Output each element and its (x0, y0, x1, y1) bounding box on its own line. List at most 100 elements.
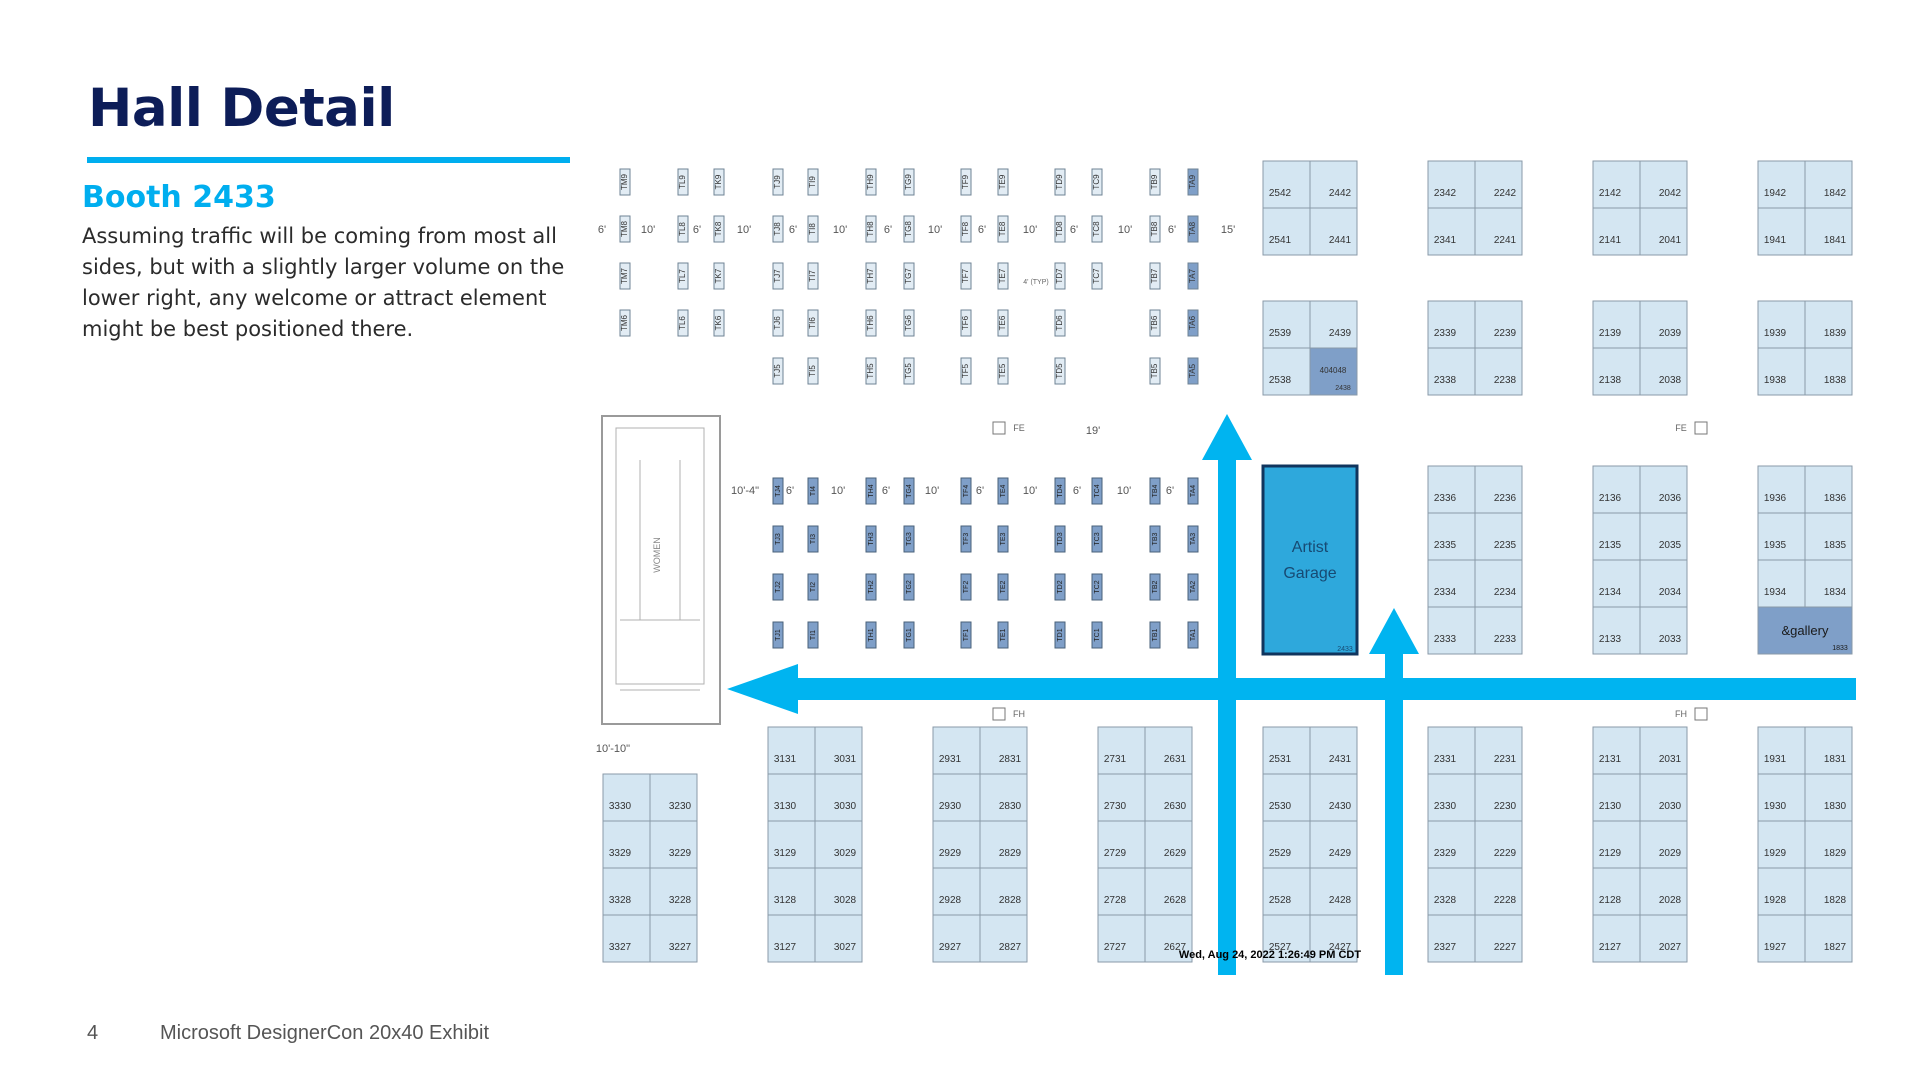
small-booth-label: TF8 (961, 221, 970, 236)
small-booth-label: TF2 (963, 581, 970, 594)
small-booth (903, 525, 915, 553)
booth-cell (1427, 606, 1476, 655)
booth-number: 1835 (1824, 540, 1847, 551)
booth-number: 1934 (1764, 587, 1787, 598)
booth-number: 2228 (1494, 895, 1517, 906)
booth-number: 2928 (939, 895, 962, 906)
booth-cell (1804, 867, 1853, 916)
booth-number: 2539 (1269, 328, 1292, 339)
booth-cell (1639, 606, 1688, 655)
booth-number: 2038 (1659, 375, 1682, 386)
description-text: Assuming traffic will be coming from mos… (82, 224, 565, 341)
booth-cell (1592, 867, 1641, 916)
booth-cell (1757, 773, 1806, 822)
booth-cell (1427, 820, 1476, 869)
booth-cell (1639, 160, 1688, 209)
booth-cell (1262, 773, 1311, 822)
small-booth (772, 477, 784, 505)
booth-number: 1929 (1764, 848, 1787, 859)
booth-cell (1427, 914, 1476, 963)
small-booth-label: TL7 (678, 269, 687, 283)
booth-cell (1757, 160, 1806, 209)
small-booth-label: TK9 (714, 174, 723, 189)
small-booth-label: TG4 (906, 484, 913, 498)
booth-number: 2342 (1434, 188, 1457, 199)
booth-cell (649, 914, 698, 963)
booth-cell (1262, 207, 1311, 256)
dimension-label: 4' (TYP) (1023, 279, 1048, 286)
small-booth (807, 621, 819, 649)
small-booth-label: TI1 (810, 630, 817, 640)
booth-number: 2138 (1599, 375, 1622, 386)
booth-cell (1639, 207, 1688, 256)
booth-number: 3327 (609, 942, 632, 953)
dimension-label: 15' (1221, 224, 1235, 236)
booth-cell (1474, 867, 1523, 916)
booth-cell (1144, 726, 1193, 775)
small-booth-label: TH3 (868, 532, 875, 545)
small-booth-label: TA8 (1188, 221, 1197, 236)
small-booth-label: TA4 (1190, 485, 1197, 497)
booth-cell (814, 726, 863, 775)
small-booth (960, 621, 972, 649)
small-booth (1091, 168, 1103, 196)
booth-number: 3329 (609, 848, 632, 859)
small-booth-label: TE5 (998, 363, 1007, 378)
small-booth (1187, 262, 1199, 290)
booth-cell (1309, 160, 1358, 209)
small-booth (677, 309, 689, 337)
booth-number: 1935 (1764, 540, 1787, 551)
small-booth-label: TH6 (866, 315, 875, 331)
small-booth (807, 168, 819, 196)
small-booth (903, 168, 915, 196)
booth-cell (1427, 465, 1476, 514)
booth-cell (1474, 300, 1523, 349)
booth-number: 3328 (609, 895, 632, 906)
booth-cell (979, 726, 1028, 775)
small-booth-label: TJ4 (775, 485, 782, 497)
small-booth-label: TA6 (1188, 315, 1197, 330)
small-booth-label: TH7 (866, 268, 875, 284)
small-booth-label: TC9 (1092, 174, 1101, 190)
small-booth (865, 573, 877, 601)
booth-cell (1097, 773, 1146, 822)
booth-cell (1592, 726, 1641, 775)
small-booth-label: TI5 (808, 365, 817, 377)
booth-cell (1804, 773, 1853, 822)
title-underline (87, 157, 570, 163)
small-booth (865, 477, 877, 505)
booth-number: 2035 (1659, 540, 1682, 551)
small-booth (960, 309, 972, 337)
small-booth (865, 621, 877, 649)
small-booth (1091, 215, 1103, 243)
booth-number: 3131 (774, 754, 797, 765)
booth-cell (1804, 914, 1853, 963)
small-booth-label: TL6 (678, 316, 687, 330)
small-booth (997, 309, 1009, 337)
booth-number: 2336 (1434, 493, 1457, 504)
booth-cell (814, 773, 863, 822)
booth-cell (1757, 820, 1806, 869)
small-booth-label: TM8 (620, 220, 629, 237)
small-booth-label: TA7 (1188, 268, 1197, 283)
small-booth (1091, 262, 1103, 290)
booth-cell (1427, 867, 1476, 916)
booth-cell (602, 867, 651, 916)
dimension-label: 6' (1168, 224, 1176, 236)
small-booth-label: TE1 (1000, 628, 1007, 641)
traffic-arrow-head-up (1202, 414, 1252, 460)
small-booth-label: TE9 (998, 174, 1007, 189)
booth-number: 2628 (1164, 895, 1187, 906)
booth-number: 2431 (1329, 754, 1352, 765)
booth-cell (1804, 207, 1853, 256)
small-booth (713, 262, 725, 290)
booth-cell (1639, 867, 1688, 916)
small-booth-label: TB5 (1150, 363, 1159, 378)
small-booth (1187, 309, 1199, 337)
small-booth-label: TD3 (1057, 532, 1064, 545)
booth-number: 2827 (999, 942, 1022, 953)
small-booth (772, 621, 784, 649)
booth-cell (767, 726, 816, 775)
booth-number: 2127 (1599, 942, 1622, 953)
small-booth-label: TJ6 (773, 316, 782, 330)
